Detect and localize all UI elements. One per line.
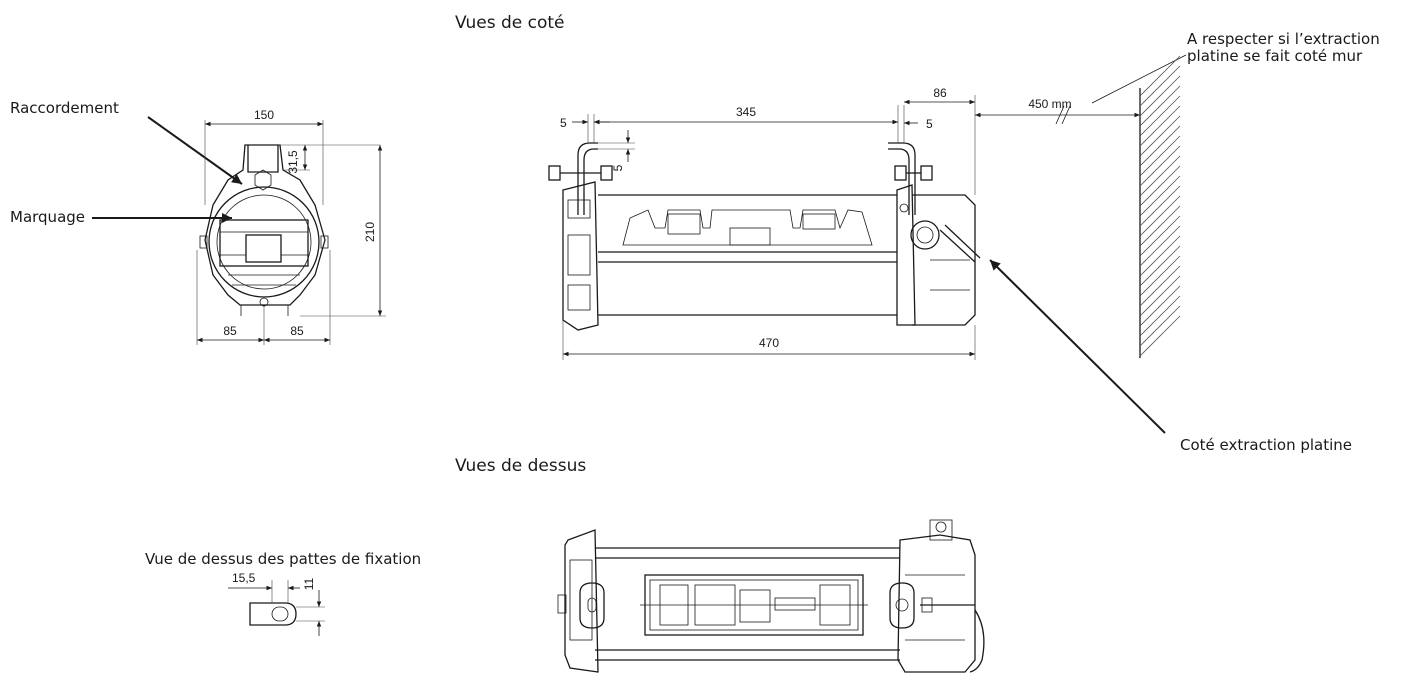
dim-front-top-offset: 31,5 <box>278 144 380 174</box>
wall-hatch-line <box>1139 85 1181 127</box>
wall-hatch-line <box>1139 55 1181 97</box>
wall-hatch-line <box>1139 295 1181 337</box>
dim-front-halves: 85 85 <box>196 250 331 345</box>
callout-marking-label: Marquage <box>10 208 85 226</box>
dim-front-width-label: 150 <box>254 108 274 122</box>
dim-front-left-half-label: 85 <box>223 324 237 338</box>
dim-front-top-offset-label: 31,5 <box>286 150 300 174</box>
wall-hatch-line <box>1139 155 1181 197</box>
dim-side-left-gap: 5 <box>560 114 610 143</box>
wall-hatch-line <box>1139 185 1181 227</box>
dim-wall-clearance: 450 mm <box>975 97 1140 125</box>
wall-hatch-line <box>1139 215 1181 257</box>
dim-side-right-gap-label: 5 <box>926 117 933 131</box>
callout-connection-label: Raccordement <box>10 99 119 117</box>
dim-side-small-drop-label: 5 <box>611 164 625 171</box>
wall-hatch-line <box>1139 205 1181 247</box>
top-view <box>557 519 985 673</box>
callout-connection-arrow <box>147 116 243 185</box>
wall-hatch <box>1139 55 1181 358</box>
dim-side-total-length: 470 <box>562 320 976 360</box>
bracket-top-view: 15,5 11 <box>228 571 325 636</box>
callout-wall-note-line1: A respecter si l’extraction <box>1187 30 1380 48</box>
callout-plate-extraction-arrow <box>989 259 1166 434</box>
dim-front-right-half-label: 85 <box>290 324 304 338</box>
wall-hatch-line <box>1139 265 1181 307</box>
dim-wall-clearance-label: 450 mm <box>1028 97 1071 111</box>
wall-hatch-line <box>1139 105 1181 147</box>
dim-side-right-gap: 5 <box>903 105 933 143</box>
heading-side-views: Vues de coté <box>455 13 565 33</box>
wall-hatch-line <box>1139 315 1181 357</box>
front-view <box>199 144 329 316</box>
wall-hatch-line <box>1139 125 1181 167</box>
wall-note-leader <box>1091 54 1187 104</box>
dim-side-end-cap-label: 86 <box>933 86 947 100</box>
wall-hatch-line <box>1139 275 1181 317</box>
heading-top-views: Vues de dessus <box>455 456 586 476</box>
dim-side-total-length-label: 470 <box>759 336 779 350</box>
callout-wall-note-line2: platine se fait coté mur <box>1187 47 1363 65</box>
wall-hatch-line <box>1139 225 1181 267</box>
wall-hatch-line <box>1139 195 1181 237</box>
dim-front-width: 150 <box>204 108 324 205</box>
wall-hatch-line <box>1139 135 1181 177</box>
callout-plate-extraction-label: Coté extraction platine <box>1180 436 1352 454</box>
wall-hatch-line <box>1139 235 1181 277</box>
wall-hatch-line <box>1139 255 1181 297</box>
wall-hatch-line <box>1139 145 1181 187</box>
wall-hatch-line <box>1139 75 1181 117</box>
heading-bracket-top-view: Vue de dessus des pattes de fixation <box>145 550 421 568</box>
wall-hatch-line <box>1139 305 1181 347</box>
dim-bracket-slot-width-label: 11 <box>302 577 316 590</box>
dim-side-left-gap-label: 5 <box>560 116 567 130</box>
wall-hatch-line <box>1139 95 1181 137</box>
wall-hatch-line <box>1139 65 1181 107</box>
wall-hatch-line <box>1139 245 1181 287</box>
dim-side-bracket-span-label: 345 <box>736 105 756 119</box>
dim-side-end-cap: 86 <box>904 86 976 195</box>
dim-bracket-slot-offset-label: 15,5 <box>232 571 256 585</box>
wall-hatch-line <box>1139 115 1181 157</box>
wall-hatch-line <box>1139 165 1181 207</box>
wall-hatch-line <box>1139 175 1181 217</box>
dim-front-height-label: 210 <box>363 222 377 242</box>
dim-side-small-drop: 5 <box>598 130 635 171</box>
dim-front-height: 210 <box>300 145 386 317</box>
wall-hatch-line <box>1139 285 1181 327</box>
dim-side-bracket-span: 345 <box>594 105 899 143</box>
side-view <box>548 142 981 331</box>
